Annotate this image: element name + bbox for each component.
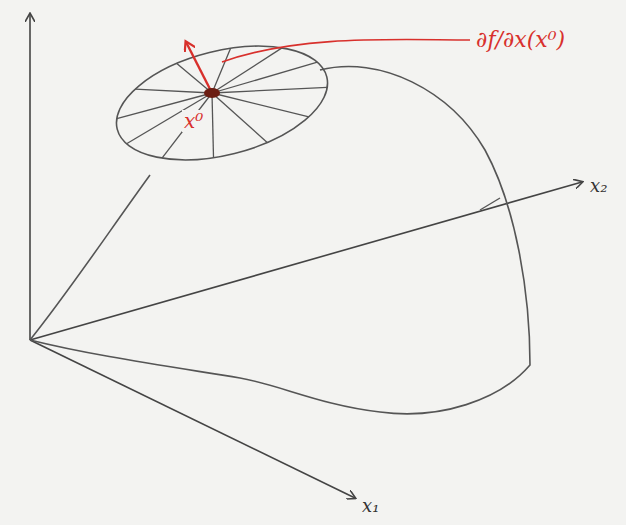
tangent-ray [177,64,212,94]
axis-label: x₁ [362,496,379,516]
vertical-axis [29,14,31,340]
axis-label: x₂ [590,176,607,196]
tangent-ray [212,62,317,93]
surface-outline [30,67,530,414]
leader-line [222,39,470,62]
tangent-ray [135,89,212,93]
tangent-ray [212,93,267,143]
point-x0 [204,88,220,98]
tangent-ray [127,93,212,144]
axes [30,14,582,498]
tangent-plane [105,26,340,179]
tangent-ray [212,93,214,158]
gradient-arrow [186,42,212,93]
point-label: x⁰ [182,110,205,132]
x2-axis [30,182,582,340]
gradient-label: ∂f/∂x(x⁰) [476,28,565,52]
tangent-rays [117,48,327,158]
tangent-ray [212,93,309,117]
surface-tick [480,198,500,210]
tangent-ray [162,93,212,158]
x1-axis [30,340,355,498]
